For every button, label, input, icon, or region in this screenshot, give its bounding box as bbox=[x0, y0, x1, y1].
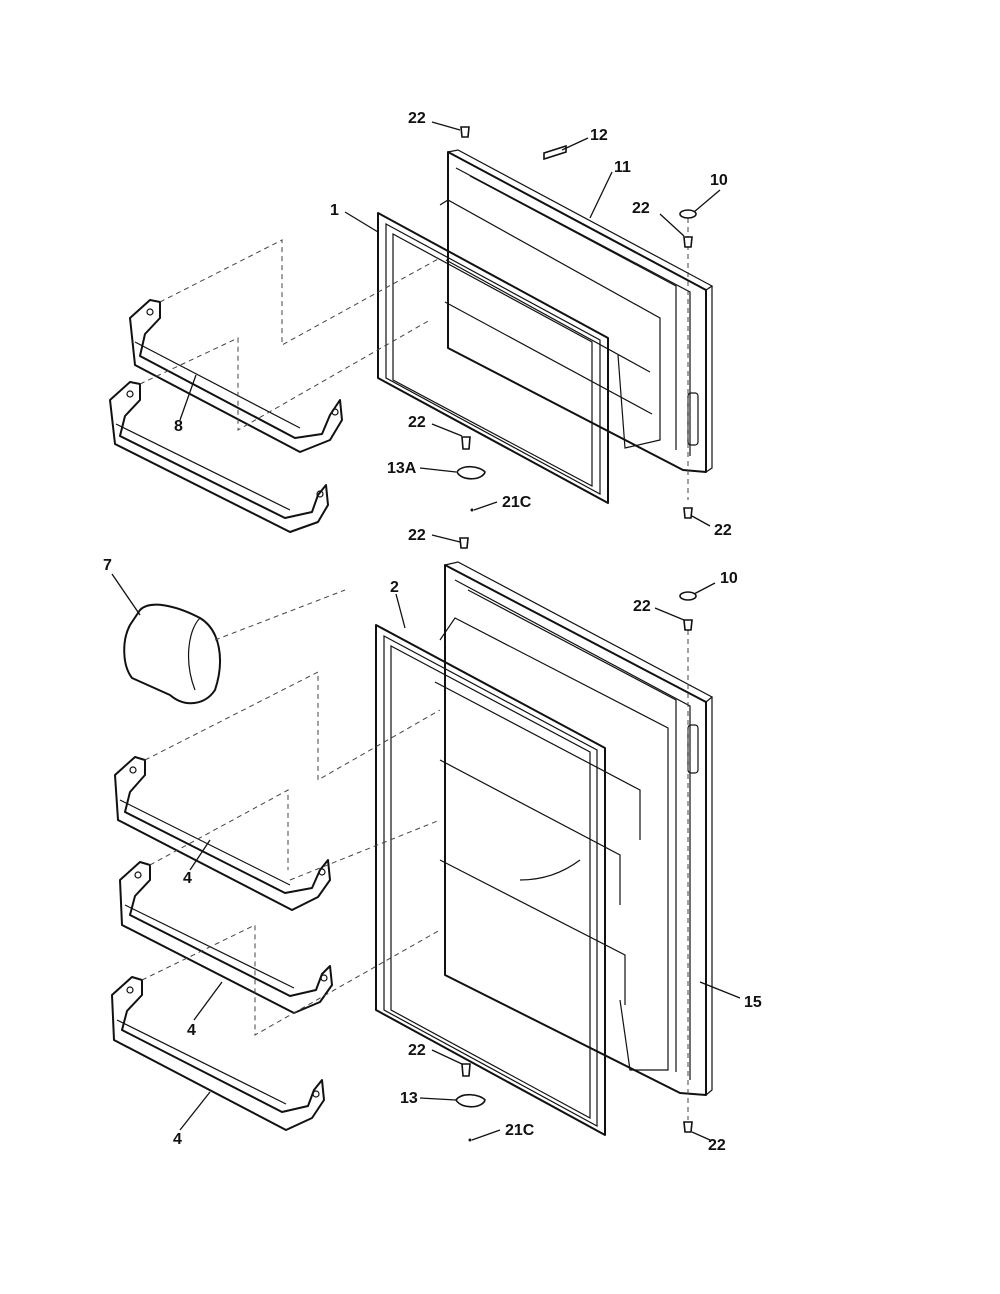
callout-22: 22 bbox=[408, 110, 426, 127]
callout-13a: 13A bbox=[387, 460, 417, 477]
dairy-bin bbox=[123, 603, 221, 705]
fresh-food-door-shelf-3 bbox=[111, 976, 325, 1131]
callout-22: 22 bbox=[408, 527, 426, 544]
callout-10: 10 bbox=[710, 172, 728, 189]
callout-21c: 21C bbox=[505, 1122, 535, 1139]
freezer-hardware bbox=[456, 126, 697, 519]
freezer-door-panel bbox=[439, 149, 714, 473]
fresh-food-hardware bbox=[455, 537, 697, 1142]
freezer-door-gasket bbox=[377, 212, 609, 504]
callout-22: 22 bbox=[408, 1042, 426, 1059]
callout-21c: 21C bbox=[502, 494, 532, 511]
callout-7: 7 bbox=[103, 557, 112, 574]
fresh-food-alignment-lines bbox=[141, 589, 689, 1120]
callout-22: 22 bbox=[632, 200, 650, 217]
callout-22: 22 bbox=[408, 414, 426, 431]
callout-4: 4 bbox=[173, 1131, 182, 1148]
callout-4: 4 bbox=[183, 870, 192, 887]
freezer-alignment-lines bbox=[139, 218, 689, 500]
callout-10: 10 bbox=[720, 570, 738, 587]
fresh-food-door-shelf-2 bbox=[119, 861, 333, 1014]
fresh-food-door-shelf-1 bbox=[114, 756, 331, 911]
callout-13: 13 bbox=[400, 1090, 418, 1107]
callout-22: 22 bbox=[708, 1137, 726, 1154]
callout-22: 22 bbox=[714, 522, 732, 539]
callout-1: 1 bbox=[330, 202, 339, 219]
callout-22: 22 bbox=[633, 598, 651, 615]
freezer-door-shelf-upper bbox=[129, 299, 343, 453]
leader-lines bbox=[111, 121, 741, 1141]
freezer-door-shelf-lower bbox=[109, 381, 329, 533]
callout-labels: 22 12 11 10 22 1 8 22 13A 21C 22 22 10 7… bbox=[103, 110, 762, 1154]
fresh-food-door-panel bbox=[434, 561, 714, 1096]
callout-11: 11 bbox=[614, 159, 631, 176]
callout-4: 4 bbox=[187, 1022, 196, 1039]
callout-12: 12 bbox=[590, 127, 608, 144]
callout-2: 2 bbox=[390, 579, 399, 596]
fresh-food-door-gasket bbox=[375, 624, 606, 1136]
callout-8: 8 bbox=[174, 418, 183, 435]
callout-15: 15 bbox=[744, 994, 762, 1011]
